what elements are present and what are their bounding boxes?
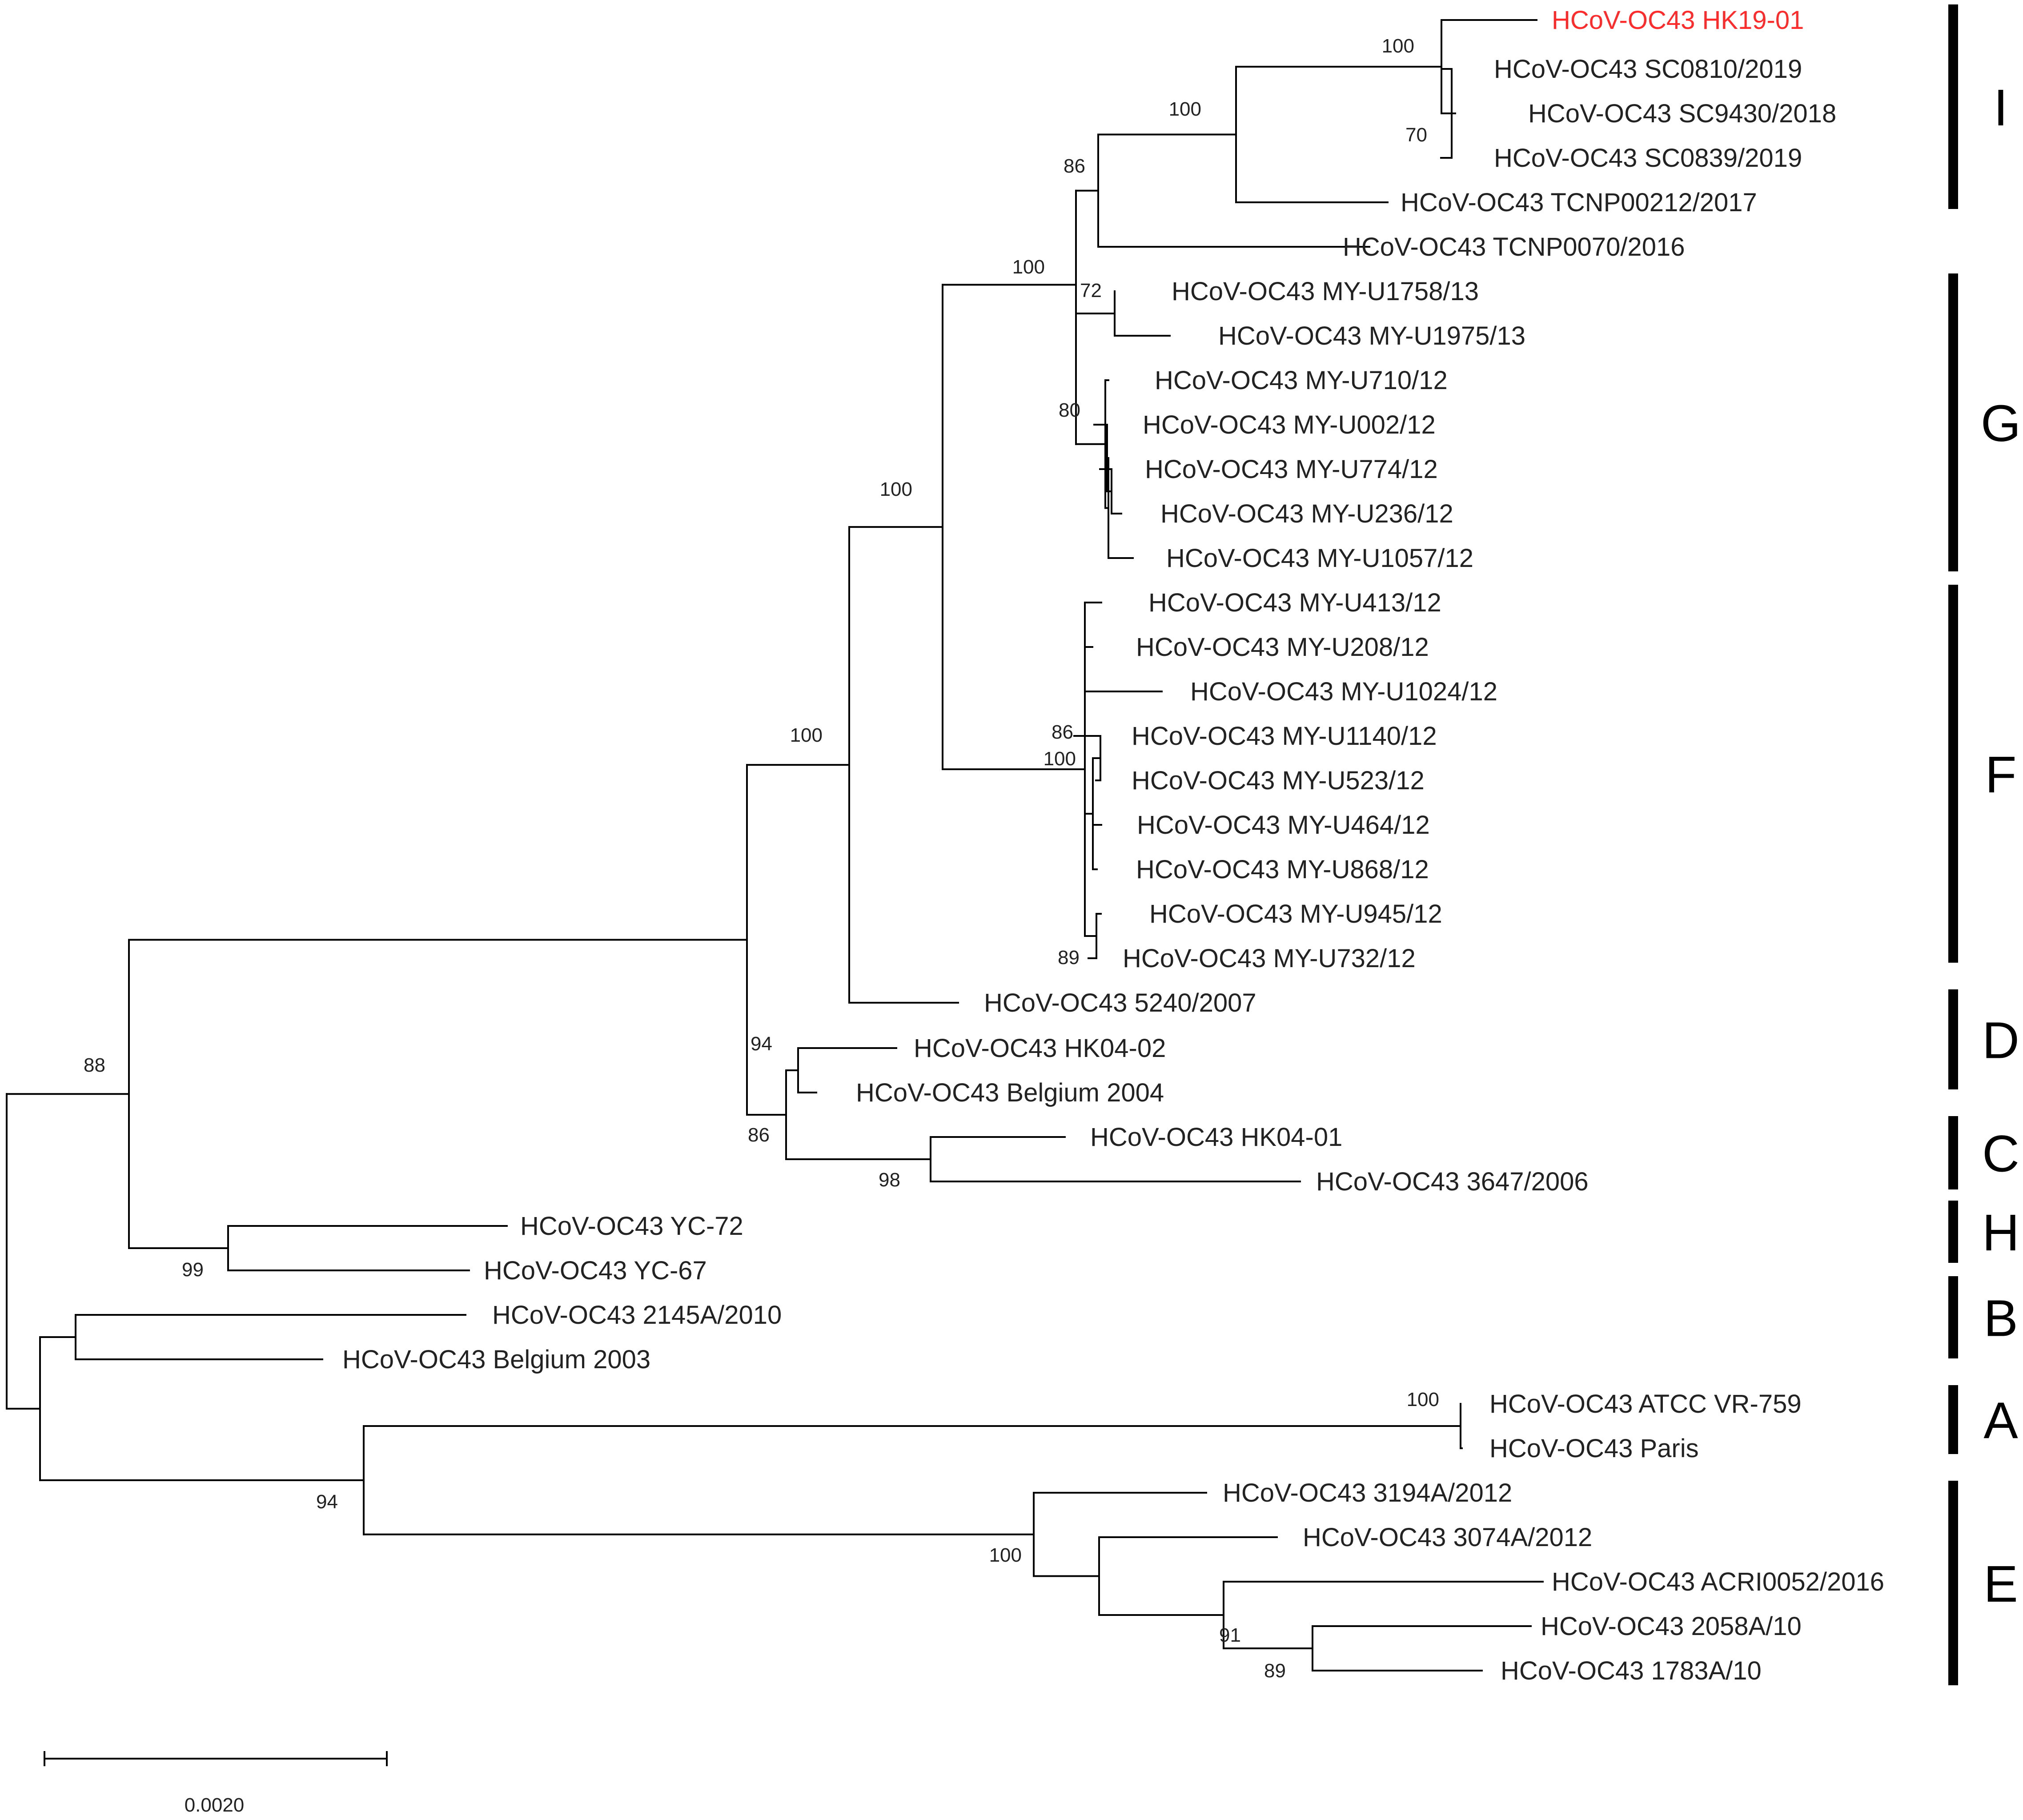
leaf-label: HCoV-OC43 Paris (1489, 1434, 1699, 1463)
leaf-label: HCoV-OC43 MY-U523/12 (1132, 766, 1425, 795)
leaf-label: HCoV-OC43 YC-72 (520, 1212, 743, 1241)
bootstrap-value: 88 (84, 1054, 105, 1076)
bootstrap-value: 70 (1405, 124, 1427, 146)
clade-label: I (1994, 79, 2008, 137)
bootstrap-value: 86 (1064, 155, 1085, 177)
leaf-label: HCoV-OC43 MY-U1024/12 (1190, 677, 1497, 706)
leaf-label: HCoV-OC43 HK04-02 (914, 1034, 1166, 1063)
leaf-label: HCoV-OC43 MY-U945/12 (1149, 900, 1442, 928)
clade-bar (1948, 585, 1958, 963)
bootstrap-value: 86 (1052, 721, 1073, 743)
clade-label: C (1982, 1125, 2019, 1183)
leaf-label: HCoV-OC43 MY-U413/12 (1148, 588, 1441, 617)
leaf-label: HCoV-OC43 2145A/2010 (492, 1301, 782, 1330)
leaf-label: HCoV-OC43 MY-U868/12 (1136, 855, 1429, 884)
leaf-label: HCoV-OC43 MY-U236/12 (1160, 499, 1453, 528)
leaf-label: HCoV-OC43 MY-U1057/12 (1166, 544, 1473, 573)
bootstrap-value: 89 (1264, 1660, 1286, 1682)
bootstrap-value: 99 (182, 1259, 204, 1281)
clade-bar (1948, 1385, 1958, 1454)
clade-label: E (1983, 1555, 2018, 1613)
bootstrap-value: 86 (748, 1124, 770, 1146)
bootstrap-value: 100 (1012, 256, 1045, 278)
scale-bar-line (44, 1751, 388, 1766)
leaf-label: HCoV-OC43 3647/2006 (1316, 1167, 1589, 1196)
clade-label: G (1981, 394, 2021, 452)
leaf-label: HCoV-OC43 Belgium 2003 (342, 1345, 650, 1374)
clade-label: D (1982, 1012, 2019, 1069)
bootstrap-value: 100 (790, 724, 823, 746)
clade-label: A (1983, 1392, 2018, 1450)
leaf-label: HCoV-OC43 ATCC VR-759 (1489, 1390, 1802, 1418)
clade-label: B (1983, 1290, 2018, 1347)
leaf-label: HCoV-OC43 MY-U732/12 (1123, 944, 1416, 973)
bootstrap-value: 100 (1044, 748, 1076, 770)
bootstrap-value: 94 (316, 1491, 338, 1513)
leaf-label: HCoV-OC43 TCNP0070/2016 (1343, 233, 1685, 261)
leaf-label: HCoV-OC43 MY-U1140/12 (1132, 722, 1437, 751)
leaf-label: HCoV-OC43 MY-U1758/13 (1172, 277, 1479, 306)
bootstrap-value: 98 (879, 1169, 900, 1191)
leaf-label: HCoV-OC43 5240/2007 (984, 988, 1256, 1017)
leaf-label: HCoV-OC43 MY-U710/12 (1155, 366, 1448, 395)
leaf-label: HCoV-OC43 HK04-01 (1090, 1123, 1342, 1152)
leaf-label: HCoV-OC43 SC0839/2019 (1494, 144, 1802, 173)
clade-label: H (1982, 1204, 2019, 1262)
clade-bar (1948, 989, 1958, 1089)
bootstrap-value: 100 (1382, 35, 1414, 57)
clade-bar (1948, 1481, 1958, 1685)
bootstrap-value: 72 (1080, 280, 1102, 301)
tree-branches (6, 19, 1544, 1671)
leaf-label: HCoV-OC43 MY-U1975/13 (1218, 321, 1525, 350)
leaf-label: HCoV-OC43 MY-U774/12 (1145, 455, 1438, 484)
bootstrap-value: 100 (880, 478, 912, 500)
clade-label: F (1985, 746, 2017, 804)
leaf-label: HCoV-OC43 TCNP00212/2017 (1401, 188, 1757, 217)
bootstrap-value: 100 (989, 1544, 1022, 1566)
scale-bar: 0.0020 (44, 1751, 388, 1816)
leaf-label: HCoV-OC43 SC0810/2019 (1494, 55, 1802, 84)
leaf-label: HCoV-OC43 Belgium 2004 (856, 1078, 1164, 1107)
bootstrap-value: 100 (1169, 98, 1201, 120)
bootstrap-value: 91 (1219, 1624, 1241, 1646)
clade-bar (1948, 4, 1958, 209)
leaf-label: HCoV-OC43 2058A/10 (1541, 1612, 1802, 1641)
leaf-label: HCoV-OC43 3074A/2012 (1303, 1523, 1592, 1552)
leaf-label: HCoV-OC43 YC-67 (484, 1256, 707, 1285)
leaf-label: HCoV-OC43 MY-U464/12 (1137, 811, 1430, 840)
leaf-label: HCoV-OC43 ACRI0052/2016 (1552, 1567, 1884, 1596)
bootstrap-value: 94 (751, 1033, 772, 1055)
clade-bar (1948, 1276, 1958, 1358)
leaf-label: HCoV-OC43 MY-U002/12 (1143, 410, 1436, 439)
scale-bar-label: 0.0020 (185, 1794, 245, 1816)
bootstrap-value: 100 (1407, 1389, 1439, 1410)
leaf-label-highlighted: HCoV-OC43 HK19-01 (1552, 6, 1804, 35)
leaf-label: HCoV-OC43 3194A/2012 (1223, 1478, 1512, 1507)
bootstrap-value: 89 (1058, 947, 1080, 968)
leaf-label: HCoV-OC43 1783A/10 (1501, 1656, 1762, 1685)
clade-bar (1948, 273, 1958, 571)
clade-bar (1948, 1116, 1958, 1189)
bootstrap-value: 80 (1059, 399, 1080, 421)
leaf-label: HCoV-OC43 SC9430/2018 (1528, 99, 1836, 128)
bootstrap-values: 100 70 100 86 72 80 100 86 100 89 100 100 94 98 86 88 99… (84, 35, 1439, 1682)
leaf-label: HCoV-OC43 MY-U208/12 (1136, 633, 1429, 662)
clade-bar (1948, 1201, 1958, 1263)
